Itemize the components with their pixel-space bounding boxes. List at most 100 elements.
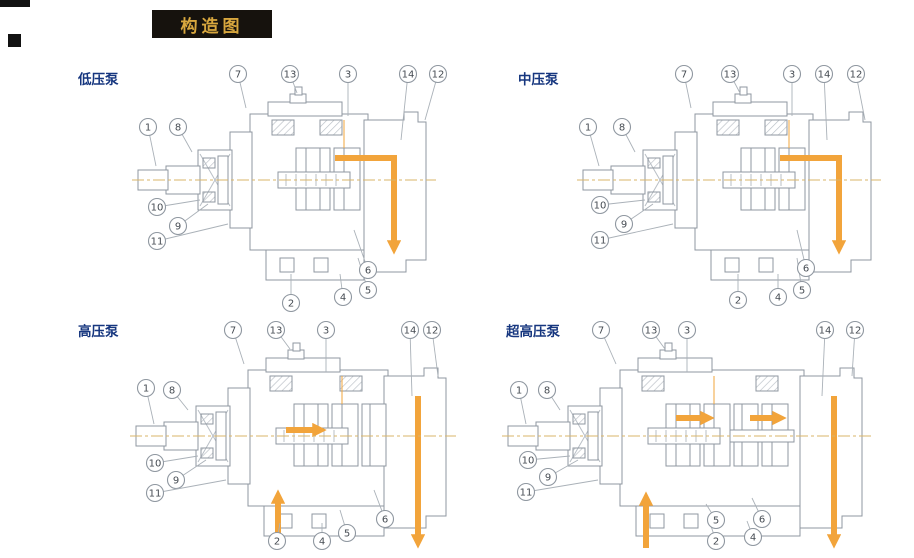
port-section	[339, 375, 363, 392]
callout-2: 2	[281, 274, 301, 313]
callout-7: 7	[223, 320, 245, 365]
callout-number: 10	[522, 456, 535, 467]
callout-circle	[281, 293, 301, 313]
callout-circle	[814, 64, 834, 84]
diagram-label-medium-pressure: 中压泵	[518, 72, 559, 88]
port-section	[269, 375, 293, 392]
callout-circle	[768, 287, 788, 307]
callout-number: 7	[230, 326, 236, 337]
callout-circle	[590, 230, 610, 250]
top-cover	[265, 357, 341, 373]
callout-circle	[147, 197, 167, 217]
callout-1: 1	[578, 117, 600, 167]
callout-number: 7	[235, 70, 241, 81]
callout-circle	[845, 320, 865, 340]
flow-arrow	[335, 155, 402, 255]
callout-5: 5	[705, 503, 726, 530]
callout-number: 2	[713, 537, 719, 548]
callout-circle	[591, 320, 611, 340]
callout-circle	[538, 467, 558, 487]
callout-circle	[641, 320, 661, 340]
callout-circle	[316, 320, 336, 340]
callout-14: 14	[815, 320, 835, 397]
bottom-plug	[683, 513, 699, 529]
bottom-plug	[313, 257, 329, 273]
callout-number: 2	[735, 296, 741, 307]
callout-circle	[333, 287, 353, 307]
callout-circle	[168, 216, 188, 236]
title-banner: 构造图	[152, 10, 272, 38]
shaft-seal	[572, 413, 586, 425]
callout-number: 3	[789, 70, 795, 81]
callout-number: 8	[544, 386, 550, 397]
callout-circle	[358, 260, 378, 280]
callout-8: 8	[612, 117, 636, 153]
flow-arrow	[780, 155, 847, 255]
top-cover	[637, 357, 713, 373]
callout-circle	[796, 258, 816, 278]
callout-5: 5	[792, 257, 812, 300]
callout-circle	[846, 64, 866, 84]
callout-circle	[578, 117, 598, 137]
callout-number: 14	[818, 70, 831, 81]
cover-bolt-head	[294, 86, 303, 96]
callout-9: 9	[166, 459, 207, 490]
callout-12: 12	[845, 320, 865, 377]
callout-circle	[400, 320, 420, 340]
callout-number: 11	[520, 488, 533, 499]
callout-number: 12	[849, 326, 862, 337]
callout-9: 9	[614, 203, 654, 234]
callout-circle	[166, 470, 186, 490]
diagram-label-high-pressure: 高压泵	[78, 324, 119, 340]
callout-11: 11	[145, 479, 227, 503]
bottom-plug	[279, 257, 295, 273]
callout-number: 6	[759, 515, 765, 526]
callout-9: 9	[538, 459, 579, 487]
callout-7: 7	[228, 64, 248, 109]
callout-1: 1	[136, 378, 156, 425]
bottom-plug	[311, 513, 327, 529]
callout-number: 4	[319, 537, 325, 548]
callout-circle	[614, 214, 634, 234]
callout-7: 7	[591, 320, 617, 365]
callout-number: 9	[173, 476, 179, 487]
callout-circle	[677, 320, 697, 340]
callout-2: 2	[728, 274, 748, 310]
callout-number: 10	[149, 459, 162, 470]
callout-circle	[338, 64, 358, 84]
callout-number: 11	[594, 236, 607, 247]
callout-circle	[337, 523, 357, 543]
port-section	[716, 119, 740, 136]
callout-circle	[674, 64, 694, 84]
callout-number: 7	[681, 70, 687, 81]
callout-3: 3	[677, 320, 697, 372]
callout-number: 10	[594, 201, 607, 212]
callout-circle	[162, 380, 182, 400]
callout-number: 7	[598, 326, 604, 337]
callout-number: 12	[850, 70, 863, 81]
callout-11: 11	[516, 479, 599, 502]
shaft-seal	[202, 191, 216, 203]
callout-12: 12	[846, 64, 866, 121]
callout-6: 6	[751, 497, 772, 529]
callout-circle	[706, 510, 726, 530]
callout-number: 9	[175, 222, 181, 233]
callout-number: 13	[270, 326, 283, 337]
callout-7: 7	[674, 64, 694, 109]
callout-circle	[228, 64, 248, 84]
callout-14: 14	[814, 64, 834, 141]
callout-9: 9	[168, 203, 209, 236]
callout-2: 2	[706, 522, 726, 551]
callout-circle	[516, 482, 536, 502]
callout-14: 14	[400, 320, 420, 397]
callout-12: 12	[422, 320, 442, 377]
callout-number: 6	[382, 515, 388, 526]
callout-circle	[138, 117, 158, 137]
callout-circle	[145, 453, 165, 473]
callout-number: 12	[426, 326, 439, 337]
callout-3: 3	[338, 64, 358, 116]
